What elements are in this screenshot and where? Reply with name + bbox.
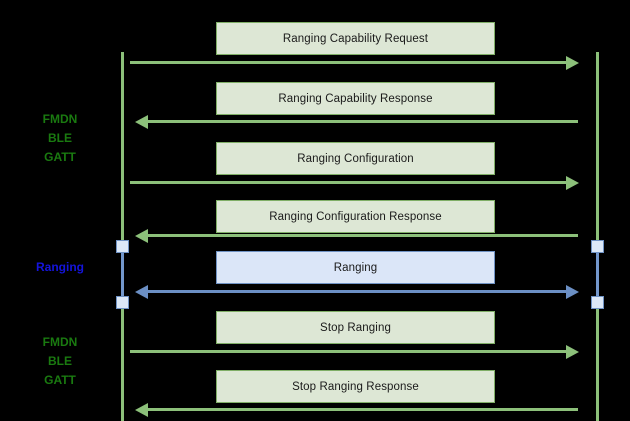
message-arrow-line-1	[130, 61, 567, 64]
message-arrow-line-2	[148, 120, 578, 123]
message-box-ranging-capability-response[interactable]: Ranging Capability Response	[216, 82, 495, 115]
phase-label-fmdn-ble-gatt-top: FMDN BLE GATT	[42, 112, 78, 164]
phase-label-ranging: Ranging	[36, 260, 84, 274]
message-box-stop-ranging-response[interactable]: Stop Ranging Response	[216, 370, 495, 403]
message-box-ranging-capability-request[interactable]: Ranging Capability Request	[216, 22, 495, 55]
message-arrow-head-left-7	[135, 402, 148, 417]
message-arrow-head-left-5	[135, 284, 148, 299]
phase-label-fmdn-ble-gatt-bottom: FMDN BLE GATT	[42, 335, 78, 387]
message-arrow-line-7	[148, 408, 578, 411]
message-arrow-line-5	[148, 290, 567, 293]
message-box-ranging[interactable]: Ranging	[216, 251, 495, 284]
message-arrow-line-3	[130, 181, 567, 184]
right-activation-end-handle[interactable]	[591, 296, 604, 309]
message-arrow-line-6	[130, 350, 567, 353]
message-arrow-head-right-5	[566, 284, 579, 299]
right-activation-bar	[596, 246, 599, 303]
right-lifeline	[596, 52, 599, 421]
message-arrow-head-right-3	[566, 175, 579, 190]
message-box-ranging-configuration-response[interactable]: Ranging Configuration Response	[216, 200, 495, 233]
message-box-ranging-configuration[interactable]: Ranging Configuration	[216, 142, 495, 175]
left-activation-end-handle[interactable]	[116, 296, 129, 309]
message-arrow-head-left-4	[135, 228, 148, 243]
message-box-stop-ranging[interactable]: Stop Ranging	[216, 311, 495, 344]
message-arrow-head-left-2	[135, 114, 148, 129]
message-arrow-head-right-1	[566, 55, 579, 70]
left-activation-bar	[121, 246, 124, 303]
message-arrow-head-right-6	[566, 344, 579, 359]
right-activation-start-handle[interactable]	[591, 240, 604, 253]
left-lifeline	[121, 52, 124, 421]
left-activation-start-handle[interactable]	[116, 240, 129, 253]
message-arrow-line-4	[148, 234, 578, 237]
